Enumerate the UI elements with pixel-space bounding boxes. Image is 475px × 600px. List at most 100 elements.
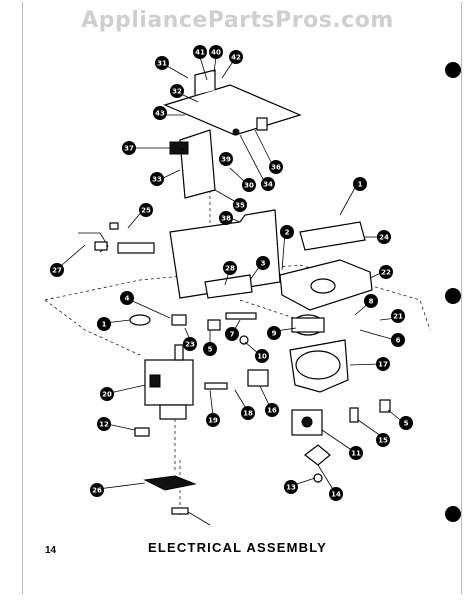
callout-balloon bbox=[206, 413, 220, 427]
callout-3: 3 bbox=[256, 256, 270, 270]
callout-number: 35 bbox=[235, 202, 245, 210]
callout-balloon bbox=[353, 177, 367, 191]
callout-33: 33 bbox=[150, 172, 164, 186]
callout-balloon bbox=[280, 225, 294, 239]
callout-40: 40 bbox=[209, 45, 223, 59]
callout-number: 10 bbox=[257, 353, 267, 361]
callout-balloon bbox=[97, 317, 111, 331]
callout-number: 13 bbox=[286, 484, 296, 492]
callout-12: 12 bbox=[97, 417, 111, 431]
callout-21: 21 bbox=[391, 309, 405, 323]
callout-number: 43 bbox=[155, 110, 165, 118]
callout-number: 33 bbox=[152, 176, 162, 184]
callout-number: 39 bbox=[221, 156, 231, 164]
callout-15: 15 bbox=[376, 433, 390, 447]
callout-17: 17 bbox=[376, 357, 390, 371]
callout-balloon bbox=[209, 45, 223, 59]
registration-mark-middle bbox=[445, 288, 461, 304]
callout-balloon bbox=[391, 309, 405, 323]
callout-balloon bbox=[139, 203, 153, 217]
callout-35: 35 bbox=[233, 198, 247, 212]
callout-13: 13 bbox=[284, 480, 298, 494]
callout-balloon bbox=[269, 160, 283, 174]
callout-balloon bbox=[155, 56, 169, 70]
small-parts bbox=[78, 222, 257, 345]
callout-number: 19 bbox=[208, 417, 218, 425]
bottom-parts bbox=[143, 473, 323, 515]
callout-number: 18 bbox=[243, 410, 253, 418]
callout-number: 3 bbox=[261, 260, 266, 268]
callout-balloon bbox=[229, 50, 243, 64]
callout-balloon bbox=[241, 406, 255, 420]
callout-balloon bbox=[261, 177, 275, 191]
callout-6: 6 bbox=[391, 333, 405, 347]
callout-number: 14 bbox=[331, 491, 341, 499]
callout-27: 27 bbox=[50, 263, 64, 277]
right-bracket-and-plate bbox=[279, 221, 373, 311]
callout-39: 39 bbox=[219, 152, 233, 166]
page-caption: ELECTRICAL ASSEMBLY bbox=[147, 540, 328, 555]
callout-balloon bbox=[100, 387, 114, 401]
callout-balloon bbox=[256, 256, 270, 270]
callout-31: 31 bbox=[155, 56, 169, 70]
registration-mark-top bbox=[445, 62, 461, 78]
registration-mark-bottom bbox=[445, 506, 461, 522]
callout-number: 22 bbox=[381, 269, 391, 277]
callout-number: 38 bbox=[221, 215, 231, 223]
callout-balloon bbox=[399, 416, 413, 430]
callout-23: 23 bbox=[183, 337, 197, 351]
callout-19: 19 bbox=[206, 413, 220, 427]
callout-number: 15 bbox=[378, 437, 388, 445]
page-border bbox=[22, 2, 462, 594]
watermark: AppliancePartsPros.com bbox=[81, 8, 394, 33]
callout-number: 5 bbox=[404, 420, 409, 428]
callout-36: 36 bbox=[269, 160, 283, 174]
callout-42: 42 bbox=[229, 50, 243, 64]
callout-balloon bbox=[183, 337, 197, 351]
callout-34: 34 bbox=[261, 177, 275, 191]
callout-26: 26 bbox=[90, 483, 104, 497]
page-number: 14 bbox=[45, 545, 57, 556]
callout-14: 14 bbox=[329, 487, 343, 501]
callout-balloon bbox=[242, 178, 256, 192]
callout-number: 5 bbox=[208, 346, 213, 354]
callout-9: 9 bbox=[267, 326, 281, 340]
callout-number: 25 bbox=[141, 207, 151, 215]
callout-balloon bbox=[50, 263, 64, 277]
callout-number: 1 bbox=[102, 321, 107, 329]
callout-number: 17 bbox=[378, 361, 388, 369]
callout-number: 23 bbox=[185, 341, 195, 349]
callout-32: 32 bbox=[170, 84, 184, 98]
callout-number: 36 bbox=[271, 164, 281, 172]
callout-number: 8 bbox=[369, 298, 374, 306]
callout-balloon bbox=[170, 84, 184, 98]
top-bracket bbox=[163, 69, 302, 199]
callout-number: 24 bbox=[379, 234, 389, 242]
callout-number: 21 bbox=[393, 313, 403, 321]
callout-balloon bbox=[225, 327, 239, 341]
callout-balloon bbox=[379, 265, 393, 279]
callout-balloon bbox=[219, 211, 233, 225]
callout-balloon bbox=[364, 294, 378, 308]
callout-number: 42 bbox=[231, 54, 241, 62]
callout-41: 41 bbox=[193, 45, 207, 59]
callout-5: 5 bbox=[203, 342, 217, 356]
callout-11: 11 bbox=[349, 446, 363, 460]
callout-balloon bbox=[153, 106, 167, 120]
callout-number: 28 bbox=[225, 265, 235, 273]
callout-number: 11 bbox=[351, 450, 361, 458]
callout-balloon bbox=[349, 446, 363, 460]
callout-balloon bbox=[391, 333, 405, 347]
callout-number: 4 bbox=[125, 295, 130, 303]
callout-balloon bbox=[233, 198, 247, 212]
callout-number: 12 bbox=[99, 421, 109, 429]
callout-1: 1 bbox=[353, 177, 367, 191]
callout-number: 26 bbox=[92, 487, 102, 495]
callout-4: 4 bbox=[120, 291, 134, 305]
callout-7: 7 bbox=[225, 327, 239, 341]
callout-number: 40 bbox=[211, 49, 221, 57]
callout-25: 25 bbox=[139, 203, 153, 217]
